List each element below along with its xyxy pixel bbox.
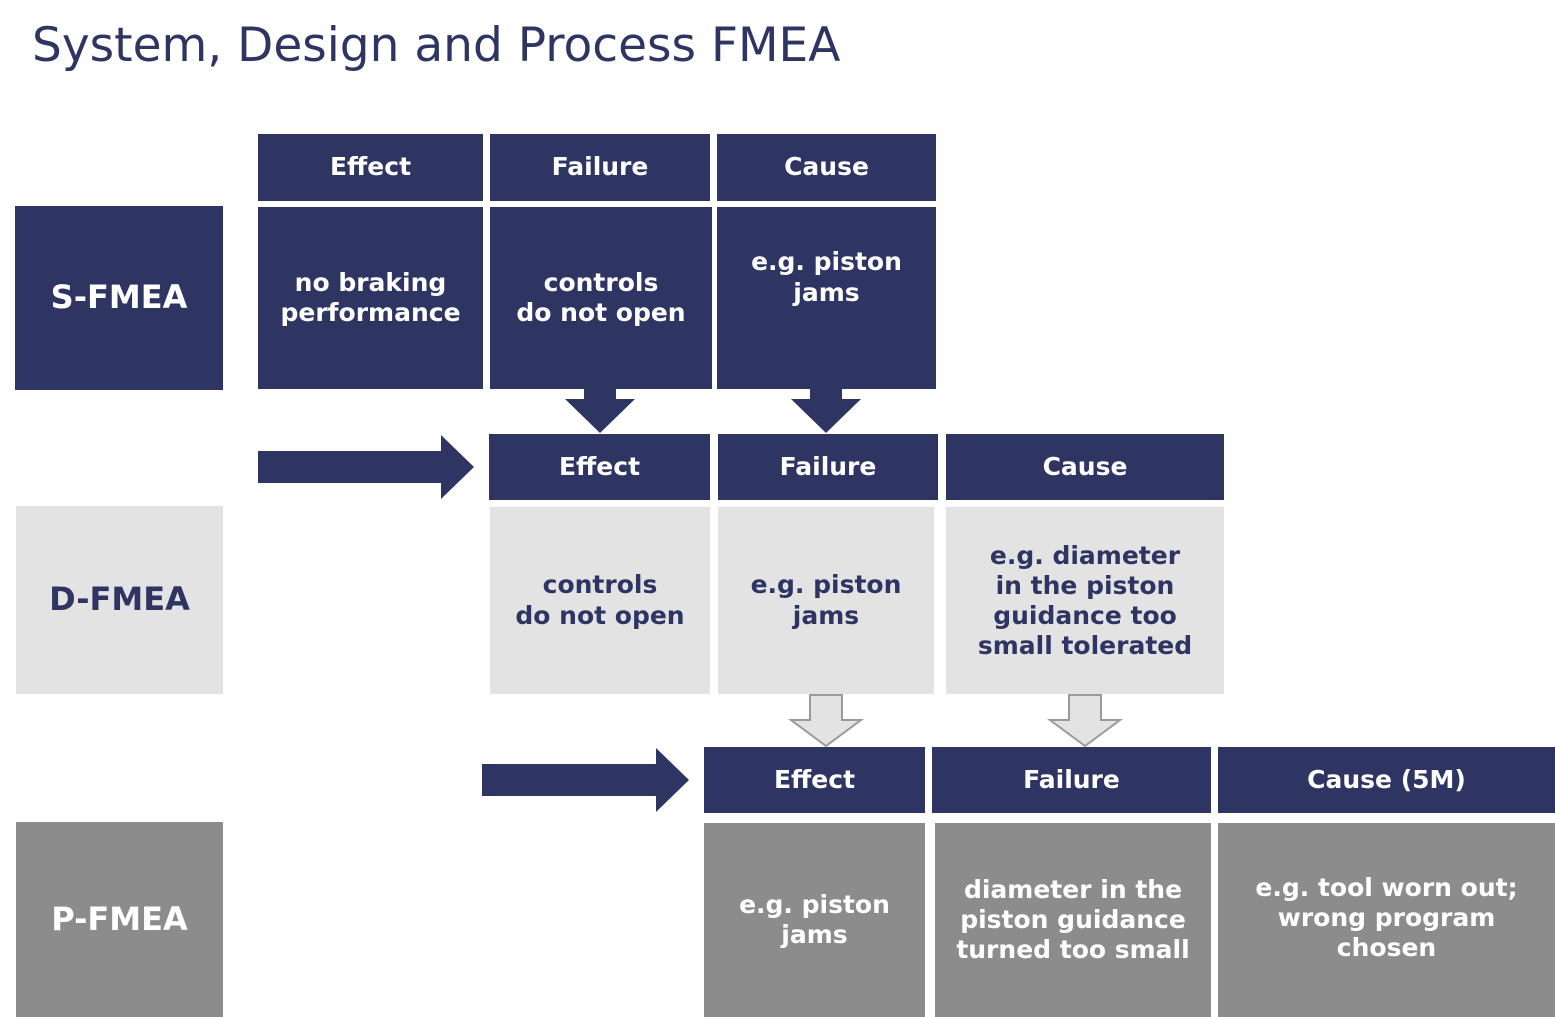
arrow-right-to-p-fmea: [482, 748, 689, 812]
arrow-down-s-cause-to-d-failure: [791, 389, 861, 433]
page-title: System, Design and Process FMEA: [32, 18, 841, 73]
d-fmea-header-cause: Cause: [946, 434, 1224, 500]
s-fmea-cell-failure: controls do not open: [490, 207, 712, 389]
s-fmea-label: S-FMEA: [15, 206, 223, 390]
d-fmea-label: D-FMEA: [16, 506, 223, 694]
s-fmea-header-cause: Cause: [717, 134, 936, 201]
p-fmea-header-failure: Failure: [932, 747, 1211, 813]
p-fmea-cell-failure: diameter in the piston guidance turned t…: [935, 823, 1211, 1017]
s-fmea-header-effect: Effect: [258, 134, 483, 201]
s-fmea-cell-cause: e.g. piston jams: [717, 207, 936, 389]
p-fmea-cell-effect: e.g. piston jams: [704, 823, 925, 1017]
arrow-down-d-cause-to-p-failure: [1046, 694, 1124, 748]
p-fmea-cell-cause: e.g. tool worn out; wrong program chosen: [1218, 823, 1555, 1017]
arrow-down-d-failure-to-p-effect: [787, 694, 865, 748]
arrow-down-s-failure-to-d-effect: [565, 389, 635, 433]
s-fmea-header-failure: Failure: [490, 134, 710, 201]
s-fmea-cell-effect: no braking performance: [258, 207, 483, 389]
d-fmea-cell-cause: e.g. diameter in the piston guidance too…: [946, 507, 1224, 694]
p-fmea-header-cause: Cause (5M): [1218, 747, 1555, 813]
p-fmea-label: P-FMEA: [16, 822, 223, 1017]
d-fmea-cell-failure: e.g. piston jams: [718, 507, 934, 694]
d-fmea-cell-effect: controls do not open: [490, 507, 710, 694]
p-fmea-header-effect: Effect: [704, 747, 925, 813]
arrow-right-to-d-fmea: [258, 435, 474, 499]
d-fmea-header-failure: Failure: [718, 434, 938, 500]
d-fmea-header-effect: Effect: [489, 434, 710, 500]
